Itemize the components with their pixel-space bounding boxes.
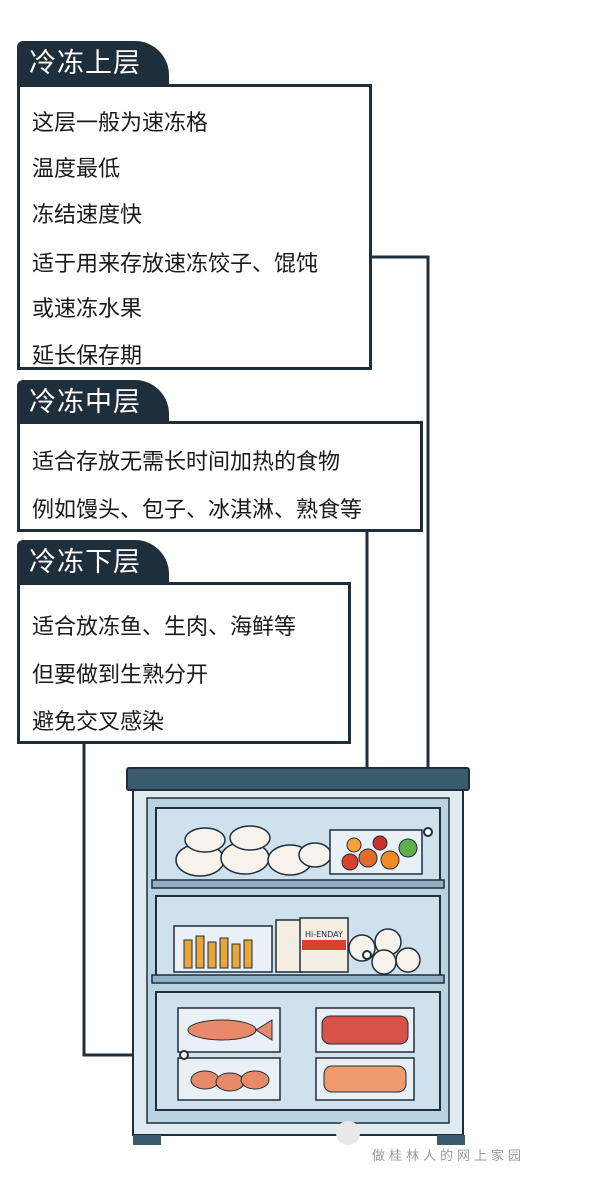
fridge-foot-left	[133, 1135, 161, 1145]
buns-icon	[348, 928, 421, 975]
watermark-logo-icon	[336, 1121, 360, 1145]
upper-line-3: 冻结速度快	[32, 203, 143, 228]
section-lower-box: 适合放冻鱼、生肉、海鲜等 但要做到生熟分开 避免交叉感染	[17, 582, 351, 744]
upper-line-6: 延长保存期	[32, 344, 143, 369]
yogurt-cups-icon	[275, 917, 349, 973]
upper-line-2: 温度最低	[32, 157, 121, 182]
fridge-foot-right	[437, 1135, 465, 1145]
marker-upper	[423, 827, 433, 837]
yogurt-label: Hi-ENDAY	[305, 930, 343, 939]
section-middle-title-tab: 冷冻中层	[17, 380, 169, 426]
shrimp-icon	[190, 1070, 270, 1092]
upper-line-4: 适于用来存放速冻饺子、馄饨	[32, 252, 319, 277]
upper-line-1: 这层一般为速冻格	[32, 111, 209, 136]
lower-line-3: 避免交叉感染	[32, 710, 165, 735]
middle-line-1: 适合存放无需长时间加热的食物	[32, 450, 341, 475]
marker-lower	[179, 1050, 189, 1060]
middle-line-2: 例如馒头、包子、冰淇淋、熟食等	[32, 498, 363, 523]
section-middle-box: 适合存放无需长时间加热的食物 例如馒头、包子、冰淇淋、熟食等	[17, 421, 423, 532]
section-lower-title-tab: 冷冻下层	[17, 540, 169, 586]
lower-line-1: 适合放冻鱼、生肉、海鲜等	[32, 615, 297, 640]
fries-icon	[183, 935, 253, 969]
meat-icon	[321, 1015, 409, 1045]
connector-upper	[372, 255, 430, 832]
meat-icon-lower	[323, 1065, 407, 1093]
section-lower-title: 冷冻下层	[29, 547, 141, 578]
section-middle-title: 冷冻中层	[29, 387, 141, 418]
dumplings-icon	[175, 825, 332, 877]
lower-line-2: 但要做到生熟分开	[32, 663, 209, 688]
fridge-top-panel	[126, 767, 470, 791]
section-upper-title: 冷冻上层	[29, 48, 141, 79]
fruit-icon	[341, 835, 418, 871]
upper-line-5: 或速冻水果	[32, 297, 143, 322]
fish-icon	[187, 1019, 273, 1041]
section-upper-box: 这层一般为速冻格 温度最低 冻结速度快 适于用来存放速冻饺子、馄饨 或速冻水果 …	[17, 84, 372, 370]
watermark-text: 做桂林人的网上家园	[372, 1149, 526, 1164]
marker-middle	[362, 950, 372, 960]
section-upper-title-tab: 冷冻上层	[17, 41, 169, 87]
